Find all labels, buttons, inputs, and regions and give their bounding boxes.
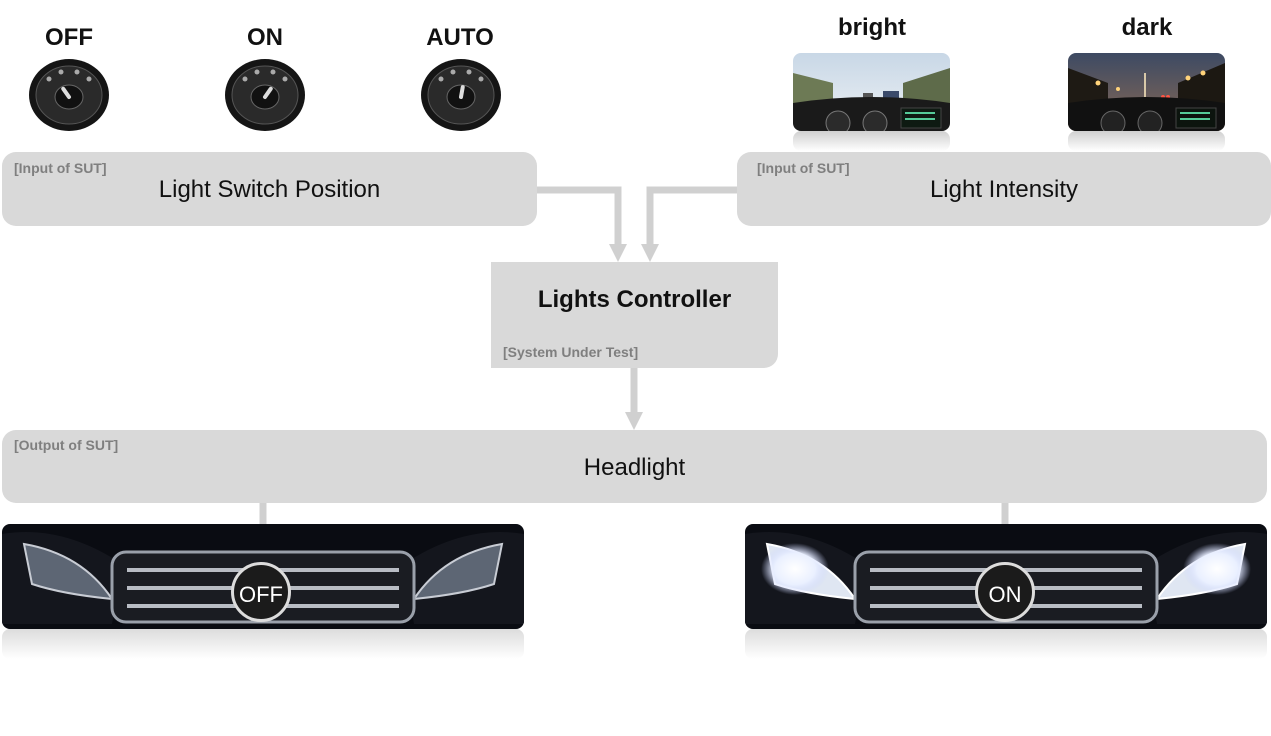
input-tag: [Input of SUT] [757,160,850,176]
headlight-off-badge: OFF [231,562,291,622]
headlight-output-box: [Output of SUT] Headlight [2,430,1267,503]
arrowhead-intensity [641,244,659,262]
arrowhead-headlight [625,412,643,430]
knob-label-auto: AUTO [426,24,494,51]
arrow-intensity-to-controller [646,186,738,246]
arrowhead-switch [609,244,627,262]
bright-scene-reflection [793,131,950,151]
arrow-switch-to-controller [536,186,622,246]
light-intensity-box: [Input of SUT] Light Intensity [737,152,1271,226]
knob-label-off: OFF [45,24,93,51]
light-intensity-title: Light Intensity [929,176,1079,203]
light-switch-position-title: Light Switch Position [158,176,381,203]
input-tag: [Input of SUT] [14,160,107,176]
headlights-on-reflection [745,629,1267,659]
light-switch-knob-on-icon [223,57,307,133]
light-switch-knob-auto-icon [419,57,503,133]
bright-driving-scene-image [793,53,950,131]
knob-label-on: ON [247,24,283,51]
headlight-on-badge: ON [975,562,1035,622]
headlight-title: Headlight [583,454,686,481]
system-under-test-tag: [System Under Test] [503,344,639,360]
light-switch-knob-off-icon [27,57,111,133]
dark-scene-reflection [1068,131,1225,151]
output-tag: [Output of SUT] [14,437,119,453]
dark-driving-scene-image [1068,53,1225,131]
headlights-off-reflection [2,629,524,659]
lights-controller-box: Lights Controller [System Under Test] [491,262,778,368]
light-switch-position-box: [Input of SUT] Light Switch Position [2,152,537,226]
intensity-label-dark: dark [1121,14,1173,41]
lights-controller-title: Lights Controller [537,286,732,313]
intensity-label-bright: bright [838,14,906,41]
